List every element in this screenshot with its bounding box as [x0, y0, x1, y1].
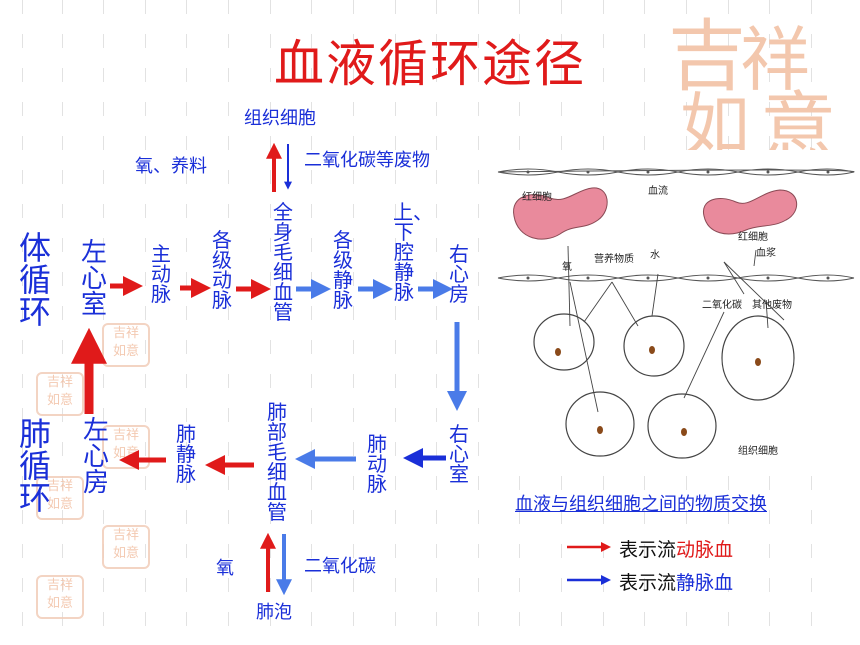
- right-ventricle-label: 右心室: [449, 422, 469, 486]
- legend-prefix: 表示流: [619, 572, 677, 594]
- fig-label-co2: 二氧化碳: [702, 298, 742, 311]
- watermark-stamp: 吉祥如意: [102, 525, 150, 569]
- arteries-label: 各级动脉: [212, 228, 232, 312]
- veins-label: 各级静脉: [333, 228, 353, 312]
- oxygen-label: 氧: [216, 558, 234, 579]
- co2-waste-label: 二氧化碳等废物: [304, 150, 430, 171]
- fig-label-rbc-left: 红细胞: [522, 190, 552, 203]
- left-atrium-label: 左心房: [82, 416, 109, 498]
- legend-prefix: 表示流: [619, 539, 677, 561]
- fig-label-oxygen: 氧: [562, 260, 572, 273]
- aorta-label: 主动脉: [151, 242, 171, 306]
- left-ventricle-label: 左心室: [80, 238, 107, 320]
- red-blood-cell-right: [702, 189, 797, 235]
- red-blood-cell-left: [513, 187, 608, 240]
- lung-capillaries-label: 肺部毛细血管: [267, 400, 287, 524]
- figure-caption: 血液与组织细胞之间的物质交换: [515, 494, 767, 515]
- fig-label-plasma: 血浆: [756, 246, 776, 259]
- watermark-stamp: 吉祥如意: [36, 372, 84, 416]
- legend: 表示流动脉血 表示流静脉血: [565, 535, 845, 605]
- co2-label: 二氧化碳: [304, 556, 376, 577]
- systemic-circulation-label: 体循环: [18, 229, 51, 331]
- exchange-illustration: 红细胞 血流 红细胞 血浆 氧 营养物质 水 二氧化碳 其他废物 组织细胞: [488, 150, 860, 468]
- pulmonary-circulation-label: 肺循环: [18, 415, 51, 517]
- watermark-stamp: 吉祥如意: [36, 575, 84, 619]
- legend-venous: 静脉血: [676, 572, 734, 594]
- right-atrium-label: 右心房: [449, 242, 469, 306]
- tissue-cells-label: 组织细胞: [244, 108, 316, 129]
- fig-label-rbc-right: 红细胞: [738, 230, 768, 243]
- pulmonary-artery-label: 肺动脉: [367, 432, 387, 496]
- legend-arterial: 动脉血: [676, 539, 734, 561]
- fig-label-nutrients: 营养物质: [594, 252, 634, 265]
- pulmonary-vein-label: 肺静脉: [176, 422, 196, 486]
- alveoli-label: 肺泡: [256, 602, 292, 623]
- fig-label-tissue-cell: 组织细胞: [738, 444, 778, 457]
- fig-label-water: 水: [650, 249, 660, 261]
- body-capillaries-label: 全身毛细血管: [273, 200, 293, 324]
- fig-label-blood-flow: 血流: [648, 184, 668, 197]
- fig-label-other-waste: 其他废物: [752, 298, 792, 311]
- watermark-stamp: 吉祥如意: [36, 476, 84, 520]
- page-title: 血液循环途径: [274, 35, 586, 93]
- oxygen-nutrients-label: 氧、养料: [135, 156, 207, 177]
